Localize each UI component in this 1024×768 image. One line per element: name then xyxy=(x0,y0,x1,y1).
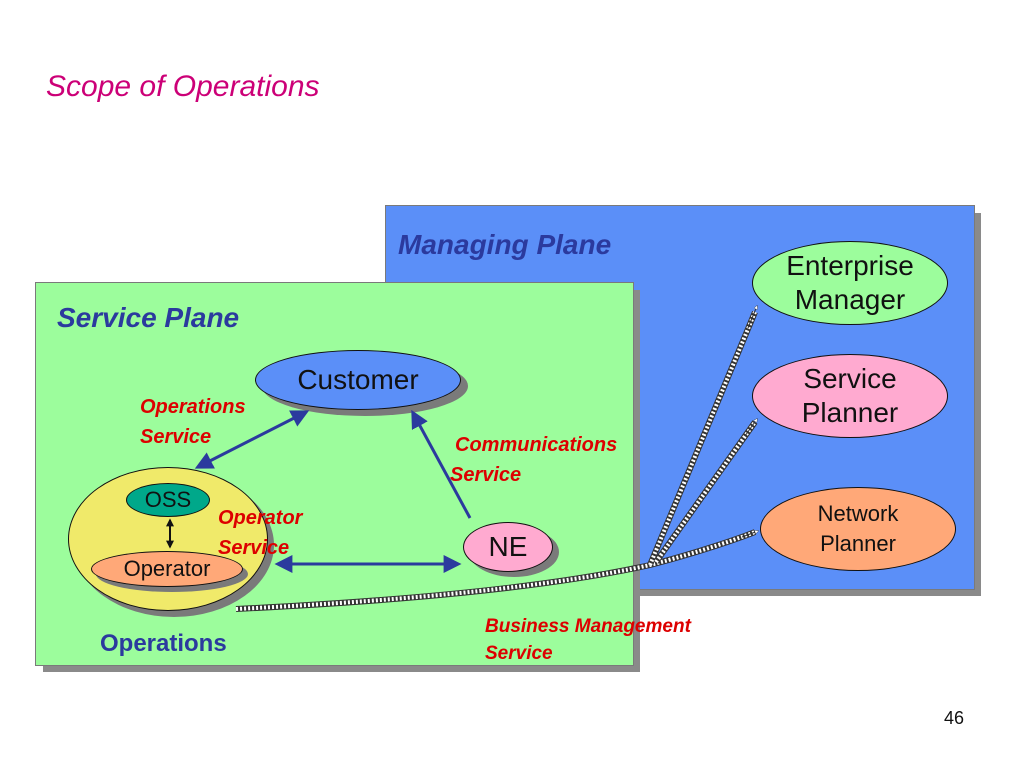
operator-label: Operator xyxy=(123,556,211,581)
ne-node: NE xyxy=(463,522,553,572)
enterprise-manager-node: Enterprise Manager xyxy=(752,241,948,325)
network-planner-label: Network Planner xyxy=(817,501,899,556)
hatched-arrowhead-enterprise xyxy=(747,306,757,329)
slide-title: Scope of Operations xyxy=(46,70,320,103)
business-management-service-line-1: Business Management xyxy=(485,616,691,637)
business-management-connectors xyxy=(235,306,758,612)
operator-service-label: Operator Service xyxy=(218,503,302,563)
page-number: 46 xyxy=(943,708,964,728)
oss-node: OSS xyxy=(126,483,210,517)
enterprise-manager-label: Enterprise Manager xyxy=(786,250,914,315)
operations-label: Operations xyxy=(100,630,227,657)
ne-label: NE xyxy=(488,531,528,562)
hatched-line-bottom-outline xyxy=(235,529,757,612)
hatched-arrowhead-network xyxy=(741,531,758,538)
hatched-line-enterprise xyxy=(648,311,757,566)
operations-service-arrow xyxy=(194,410,310,469)
operator-service-line-1: Operator xyxy=(218,507,303,529)
hatched-line-bottom xyxy=(235,530,756,611)
communications-service-label: Communications Service xyxy=(450,430,617,490)
managing-plane-label: Managing Plane xyxy=(398,229,612,260)
hatched-arrowhead-planner xyxy=(744,419,757,437)
service-planner-label: Service Planner xyxy=(801,363,899,428)
hatched-line-planner xyxy=(654,420,757,564)
operations-service-line-2: Service xyxy=(140,426,212,448)
operations-service-label: Operations Service xyxy=(140,392,246,452)
oss-label: OSS xyxy=(144,487,192,512)
communications-service-line-2: Service xyxy=(450,464,522,486)
communications-service-arrow xyxy=(411,409,472,519)
operator-node: Operator xyxy=(91,551,243,587)
network-planner-node: Network Planner xyxy=(760,487,956,571)
customer-node: Customer xyxy=(255,350,461,410)
service-planner-node: Service Planner xyxy=(752,354,948,438)
business-management-service-label: Business Management Service xyxy=(485,613,691,667)
operator-service-line-2: Service xyxy=(218,537,290,559)
customer-label: Customer xyxy=(297,364,419,395)
communications-service-line-1: Communications xyxy=(455,434,618,456)
operations-service-line-1: Operations xyxy=(140,396,246,418)
business-management-service-line-2: Service xyxy=(485,643,553,664)
service-plane-label: Service Plane xyxy=(57,302,240,333)
